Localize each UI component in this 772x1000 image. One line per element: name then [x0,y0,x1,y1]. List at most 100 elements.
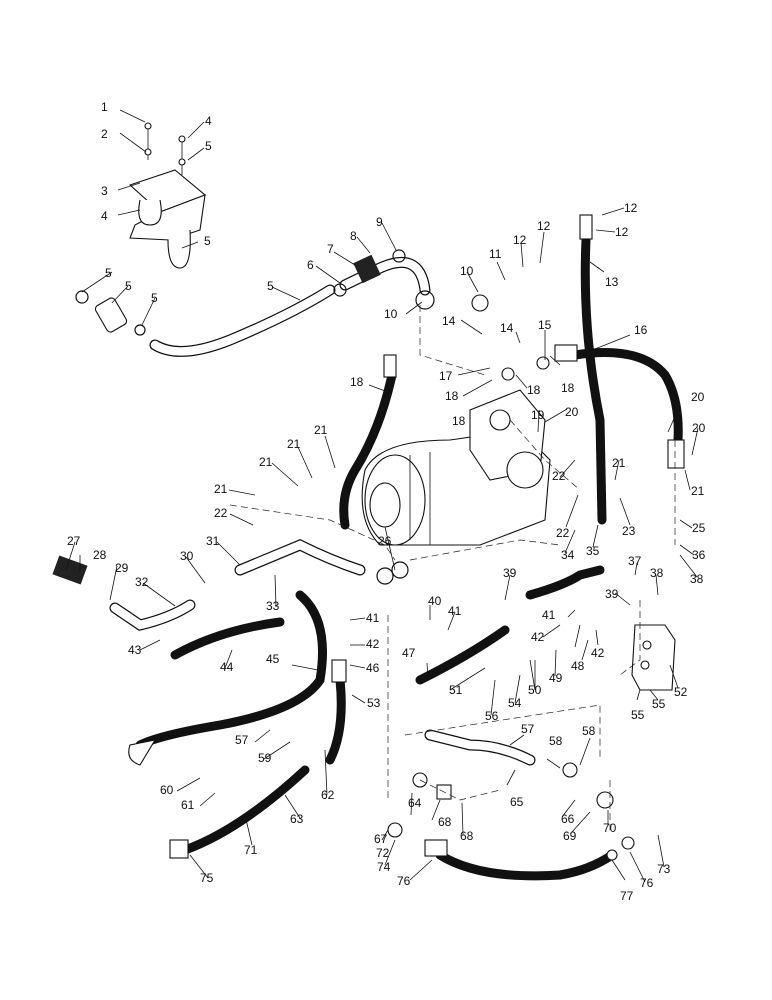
callout-52: 70 [603,821,617,835]
callout-16: 44 [220,660,234,674]
callout-39-a: 1 [101,100,108,114]
callout-6: 28 [93,548,107,562]
callout-41-a: 12 [624,201,638,215]
callout-23: 17 [439,369,453,383]
callout-18-c: 46 [366,661,380,675]
callout-15: 18 [350,375,364,389]
callout-19: 45 [266,652,280,666]
callout-18-e: 77 [620,889,634,903]
callout-35: 3 [101,184,108,198]
callout-56: 48 [571,659,585,673]
callout-64: 57 [521,722,535,736]
clamp-bracket [667,439,685,469]
callout-39-b: 4 [205,114,212,128]
callout-44: 47 [402,646,416,660]
callout-32: 22 [556,526,570,540]
callout-21-f: 61 [181,798,195,812]
callout-42-a: 12 [615,225,629,239]
callout-37: 5 [204,234,211,248]
callout-34: 16 [634,323,648,337]
callout-62: 25 [692,521,706,535]
suction-hose-elbow [333,249,435,310]
callout-5-f: 29 [115,561,129,575]
callout-55-a: 35 [586,544,600,558]
return-hose-vertical [325,675,346,765]
hydraulic-pump [361,389,551,546]
main-supply-hose [135,590,327,750]
callout-7: 31 [206,534,220,548]
callout-14-a: 10 [384,307,398,321]
alignment-lines [229,305,676,830]
callout-20-a: 20 [691,390,705,404]
callout-30: 11 [489,247,502,261]
callout-22-c: 60 [160,783,174,797]
callout-28: 12 [537,219,551,233]
callout-68-a: 39 [503,566,517,580]
callout-50: 65 [510,795,524,809]
callout-36: 4 [101,209,108,223]
callout-70: 14 [442,314,456,328]
callout-48: 58 [549,734,563,748]
callout-4-b: 7 [327,242,334,256]
callout-55-b: 54 [508,696,522,710]
callout-43: 57 [235,733,249,747]
callout-5-c: 6 [307,258,314,272]
callout-54: 50 [528,683,542,697]
callout-13: 76 [397,874,411,888]
callout-5-d: 8 [350,229,357,243]
suction-hose [170,617,285,660]
mounting-bracket [128,122,207,269]
callout-20-b: 62 [321,788,335,802]
callout-38-b: 5 [205,139,212,153]
callout-29: 12 [513,233,527,247]
callout-1: 9 [376,215,383,229]
callout-9: 32 [135,575,149,589]
drain-hose [580,235,607,525]
callout-5-a: 5 [105,266,112,280]
case-drain-hose [570,348,683,445]
callout-78: 73 [657,862,671,876]
callout-12-b: 63 [290,812,304,826]
callout-42-c: 51 [449,683,463,697]
pilot-hose [525,565,605,600]
callout-77: 42 [366,637,380,651]
callout-21-e: 59 [258,751,272,765]
callout-71: 15 [538,318,552,332]
callout-10-a: 21 [314,423,328,437]
callout-68-b: 40 [428,594,442,608]
callout-63: 13 [605,275,619,289]
callout-8: 30 [180,549,194,563]
parts-artwork [52,122,685,881]
callout-74: 76 [640,876,654,890]
callout-12-a: 53 [367,696,381,710]
callout-17: 21 [214,482,228,496]
callout-12-c: 75 [200,871,214,885]
callout-41-c: 56 [485,709,499,723]
callout-45: 55 [631,708,645,722]
callout-14-b: 26 [378,534,392,548]
callout-33: 22 [552,469,566,483]
callout-41-b: 20 [565,405,579,419]
callout-66: 68 [460,829,474,843]
hose-sleeve-left [52,555,88,585]
return-tube [75,284,336,357]
callout-42-b: 19 [531,408,545,422]
callout-57-b: 42 [591,646,605,660]
callout-18-d: 74 [377,860,391,874]
callout-46: 64 [408,796,422,810]
callout-76-a: 41 [366,611,380,625]
callout-73: 18 [561,381,575,395]
callout-18-a: 22 [214,506,228,520]
callout-21-a: 21 [612,456,626,470]
callout-21-c: 42 [531,630,545,644]
callout-58-a: 37 [628,554,642,568]
callout-38-a: 2 [101,127,108,141]
callout-76-b: 67 [374,832,388,846]
callout-47: 52 [674,685,688,699]
callout-20-c: 71 [244,843,258,857]
callout-3: 5 [267,279,274,293]
control-hose [415,625,510,685]
callout-22-b: 41 [542,608,556,622]
callout-10-b: 21 [287,437,301,451]
